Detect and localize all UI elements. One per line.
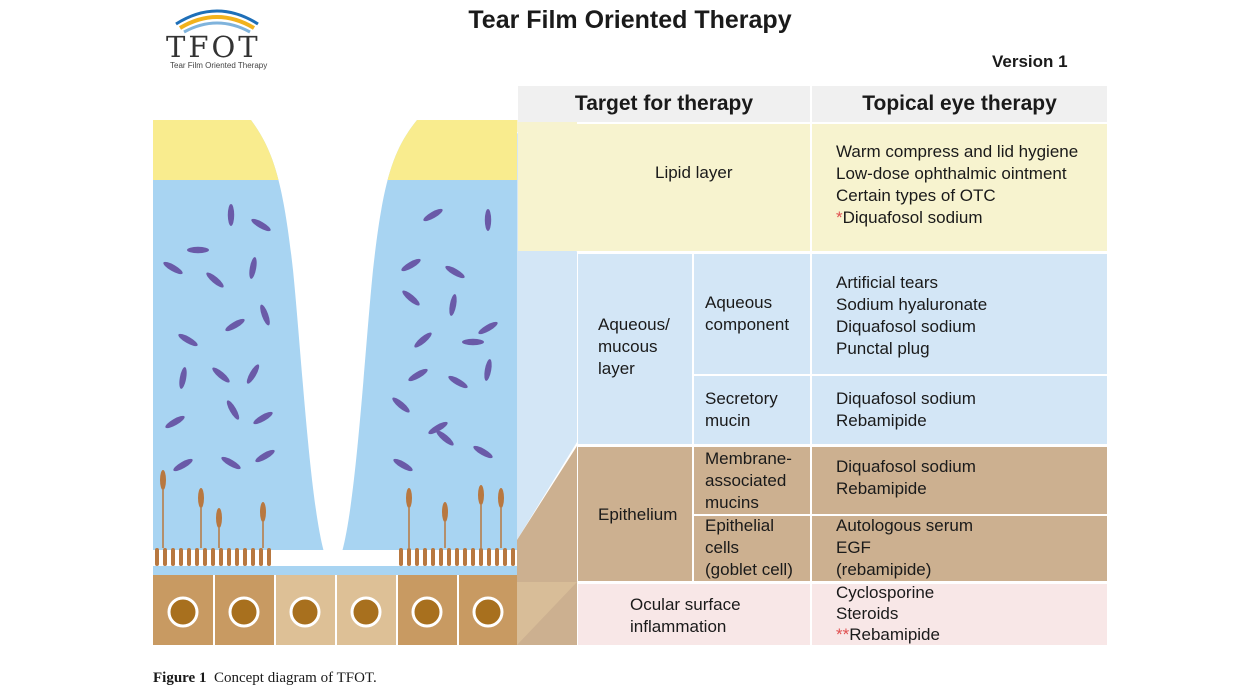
mucin-molecules: [163, 204, 498, 472]
therapy-item: Artificial tears: [836, 273, 939, 292]
tear-film-illustration: [153, 120, 517, 645]
therapy-item-starred: *Diquafosol sodium: [836, 208, 983, 227]
therapy-inflammation-list: Cyclosporine Steroids **Rebamipide: [836, 582, 940, 645]
target-epithelial-cells: Epithelial cells (goblet cell): [705, 516, 793, 579]
row-inflammation-bg: [578, 584, 1107, 645]
target-aqueous-mucous-layer: Aqueous/ mucous layer: [598, 315, 670, 378]
version-label: Version 1: [992, 52, 1068, 71]
therapy-secretory-mucin-list: Diquafosol sodium Rebamipide: [836, 388, 976, 432]
therapy-aqueous-component-list: Artificial tears Sodium hyaluronate Diqu…: [836, 272, 987, 360]
therapy-item: Punctal plug: [836, 339, 930, 358]
star-marker: *: [836, 208, 843, 227]
tfot-logo: TFOT Tear Film Oriented Therapy: [160, 2, 275, 72]
therapy-membrane-mucins-list: Diquafosol sodium Rebamipide: [836, 456, 976, 500]
therapy-item: Steroids: [836, 604, 899, 623]
therapy-item: Low-dose ophthalmic ointment: [836, 164, 1067, 183]
logo-subtext: Tear Film Oriented Therapy: [170, 61, 268, 70]
grid-hline-aqueous: [694, 374, 1107, 376]
logo-arcs-icon: [175, 9, 259, 34]
page-title: Tear Film Oriented Therapy: [468, 6, 792, 34]
therapy-item: Cyclosporine: [836, 583, 935, 602]
figure-caption: Figure 1 Concept diagram of TFOT.: [153, 670, 377, 687]
therapy-item: Autologous serum: [836, 516, 974, 535]
therapy-item: (rebamipide): [836, 560, 932, 579]
target-aqueous-component: Aqueous component: [705, 293, 790, 334]
aqueous-layer-shape: [153, 120, 517, 550]
row-lipid-bg: [518, 124, 1107, 251]
target-secretory-mucin: Secretory mucin: [705, 389, 778, 430]
therapy-item: Sodium hyaluronate: [836, 295, 988, 314]
target-lipid-layer: Lipid layer: [655, 163, 733, 182]
therapy-item: Diquafosol sodium: [836, 457, 976, 476]
lipid-layer-shape: [153, 120, 517, 180]
microvilli-group: [153, 470, 517, 575]
target-membrane-mucins: Membrane- associated mucins: [705, 449, 792, 512]
target-epithelium: Epithelium: [598, 505, 678, 524]
header-target: Target for therapy: [518, 86, 810, 122]
target-ocular-surface-inflammation: Ocular surface inflammation: [630, 595, 741, 636]
therapy-item: Certain types of OTC: [836, 186, 996, 205]
therapy-item: Diquafosol sodium: [836, 317, 976, 336]
therapy-lipid-list: Warm compress and lid hygiene Low-dose o…: [836, 141, 1078, 229]
therapy-item: Warm compress and lid hygiene: [836, 142, 1079, 161]
therapy-item-starred: **Rebamipide: [836, 625, 940, 644]
therapy-epithelial-cells-list: Autologous serum EGF (rebamipide): [836, 515, 973, 581]
therapy-item: Rebamipide: [836, 479, 927, 498]
grid-vline-sub: [692, 254, 694, 581]
therapy-item: Rebamipide: [836, 411, 927, 430]
grid-vline-main: [810, 86, 812, 645]
therapy-item: EGF: [836, 538, 871, 557]
grid-hline-epithelium: [694, 514, 1107, 516]
figure-caption-text: Concept diagram of TFOT.: [213, 670, 377, 686]
therapy-item: Diquafosol sodium: [836, 389, 976, 408]
epithelial-cells-row: [153, 575, 517, 645]
figure-label: Figure 1: [153, 670, 207, 686]
row-aqueous-bg: [578, 254, 1107, 444]
header-therapy: Topical eye therapy: [812, 86, 1107, 122]
star-marker: **: [836, 625, 850, 644]
logo-text: TFOT: [166, 30, 261, 64]
